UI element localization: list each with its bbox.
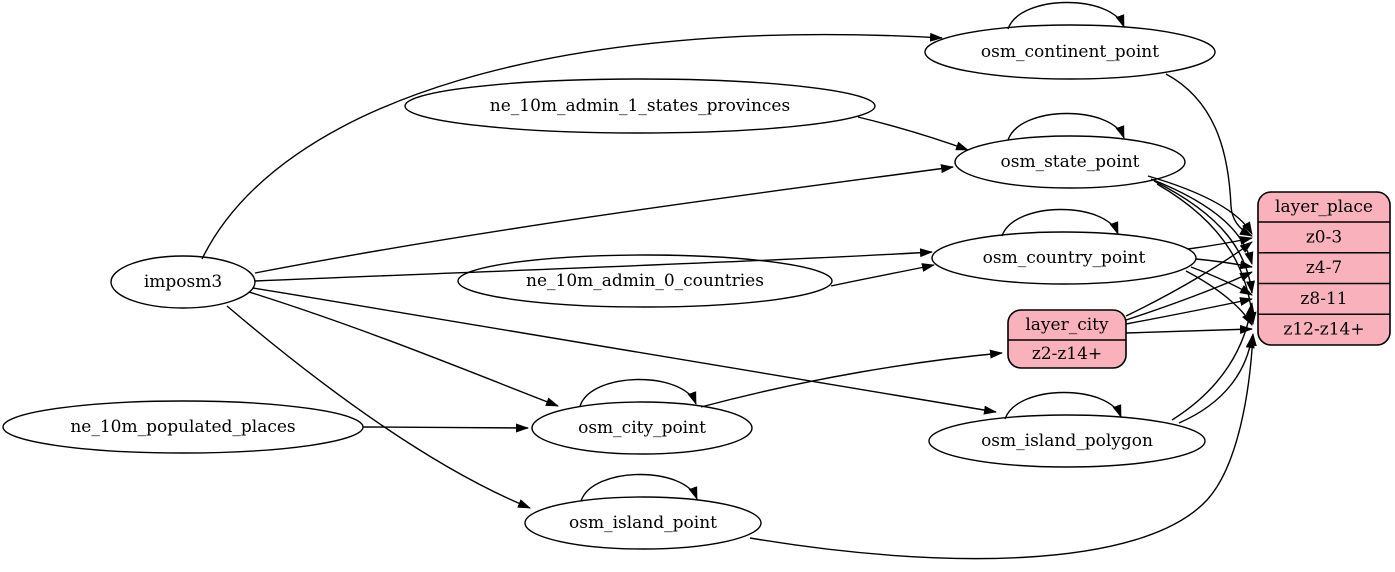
edge-osm_island_polygon-to-layer_place:z8-11 [1171, 302, 1255, 421]
self-loop-edge-osm_state_point [1007, 112, 1125, 141]
node-shape-ne_10m_admin_0_countries [457, 254, 833, 308]
edge-layer_city-to-layer_place:z8-11 [1125, 297, 1253, 325]
record-header-layer_place: layer_place [1275, 197, 1373, 217]
edge-ne_10m_admin_1_states_provinces-to-osm_state_point [857, 116, 969, 151]
node-osm_island_polygon: osm_island_polygon [928, 391, 1206, 468]
self-loop-edge-osm_country_point [1001, 208, 1119, 237]
node-osm_country_point: osm_country_point [931, 208, 1197, 285]
node-label-osm_state_point: osm_state_point [1001, 152, 1140, 172]
node-ne_10m_populated_places: ne_10m_populated_places [2, 400, 364, 454]
node-imposm3: imposm3 [110, 255, 256, 309]
edge-layer_city-to-layer_place:z4-7 [1125, 271, 1253, 321]
edge-imposm3-to-osm_state_point [254, 164, 954, 274]
edge-layer_city-to-layer_place:z12-z14+ [1125, 324, 1253, 334]
node-ne_10m_admin_1_states_provinces: ne_10m_admin_1_states_provinces [404, 78, 876, 134]
record-shape-layer_place [1257, 191, 1391, 346]
node-shape-osm_continent_point [924, 24, 1216, 80]
record-row-layer_place-z0-3: z0-3 [1306, 227, 1342, 247]
edge-osm_island_point-to-layer_place:z12-z14+ [749, 333, 1257, 560]
edge-osm_state_point-to-layer_place:z8-11 [1153, 180, 1255, 294]
edge-osm_continent_point-to-layer_place:z0-3 [1165, 73, 1253, 237]
node-shape-osm_country_point [931, 231, 1197, 285]
edge-osm_city_point-to-layer_city:z2-z14+ [700, 349, 1003, 408]
self-loop-edge-osm_city_point [579, 378, 697, 407]
node-label-osm_country_point: osm_country_point [983, 248, 1146, 268]
record-row-layer_place-z8-11: z8-11 [1300, 289, 1347, 309]
edge-osm_state_point-to-layer_place:z4-7 [1150, 178, 1254, 265]
self-loop-edge-osm_continent_point [1007, 1, 1125, 30]
edge-imposm3-to-osm_country_point [254, 248, 933, 282]
node-label-osm_island_polygon: osm_island_polygon [981, 431, 1153, 451]
edge-osm_country_point-to-layer_place:z0-3 [1187, 236, 1253, 250]
node-label-imposm3: imposm3 [144, 272, 222, 292]
record-layer_place: layer_place z0-3 z4-7 z8-11 z12-z14+ [1257, 191, 1391, 346]
node-shape-osm_island_polygon [928, 414, 1206, 468]
node-label-osm_island_point: osm_island_point [569, 513, 717, 533]
edges-layer [201, 32, 1257, 560]
edge-imposm3-to-osm_island_polygon [252, 287, 997, 415]
record-row-layer_city-z2-z14+: z2-z14+ [1032, 344, 1102, 364]
node-shape-osm_city_point [531, 401, 753, 455]
record-layer_city: layer_city z2-z14+ [1007, 309, 1127, 369]
edge-osm_island_polygon-to-layer_place:z12-z14+ [1178, 335, 1255, 424]
record-header-layer_city: layer_city [1025, 315, 1109, 335]
self-loop-edge-osm_island_point [580, 473, 698, 502]
node-label-ne_10m_admin_0_countries: ne_10m_admin_0_countries [526, 271, 764, 291]
edge-osm_country_point-to-layer_place:z8-11 [1190, 266, 1253, 296]
node-shape-osm_island_point [524, 496, 762, 550]
self-loop-edge-osm_island_polygon [1004, 391, 1122, 420]
node-shape-ne_10m_admin_1_states_provinces [404, 78, 876, 134]
node-label-osm_city_point: osm_city_point [578, 418, 706, 438]
node-osm_continent_point: osm_continent_point [924, 1, 1216, 80]
node-label-ne_10m_populated_places: ne_10m_populated_places [70, 417, 295, 437]
edge-ne_10m_admin_0_countries-to-osm_country_point [830, 263, 935, 287]
edge-imposm3-to-osm_city_point [248, 291, 559, 407]
node-osm_island_point: osm_island_point [524, 473, 762, 550]
edge-imposm3-to-osm_continent_point [201, 32, 943, 260]
node-shape-imposm3 [110, 255, 256, 309]
node-osm_city_point: osm_city_point [531, 378, 753, 455]
edge-imposm3-to-osm_island_point [226, 305, 531, 509]
node-label-osm_continent_point: osm_continent_point [981, 42, 1159, 62]
edge-layer_city-to-layer_place:z0-3 [1125, 241, 1253, 317]
node-label-ne_10m_admin_1_states_provinces: ne_10m_admin_1_states_provinces [490, 96, 790, 116]
nodes-layer: imposm3 ne_10m_populated_places ne_10m_adm… [2, 1, 1391, 550]
record-shape-layer_city [1007, 309, 1127, 369]
record-row-layer_place-z4-7: z4-7 [1306, 258, 1342, 278]
edge-ne_10m_populated_places-to-osm_city_point [362, 423, 529, 433]
node-osm_state_point: osm_state_point [954, 112, 1186, 189]
edge-osm_country_point-to-layer_place:z4-7 [1195, 258, 1253, 270]
node-ne_10m_admin_0_countries: ne_10m_admin_0_countries [457, 254, 833, 308]
record-row-layer_place-z12-z14+: z12-z14+ [1283, 320, 1364, 340]
node-shape-osm_state_point [954, 135, 1186, 189]
